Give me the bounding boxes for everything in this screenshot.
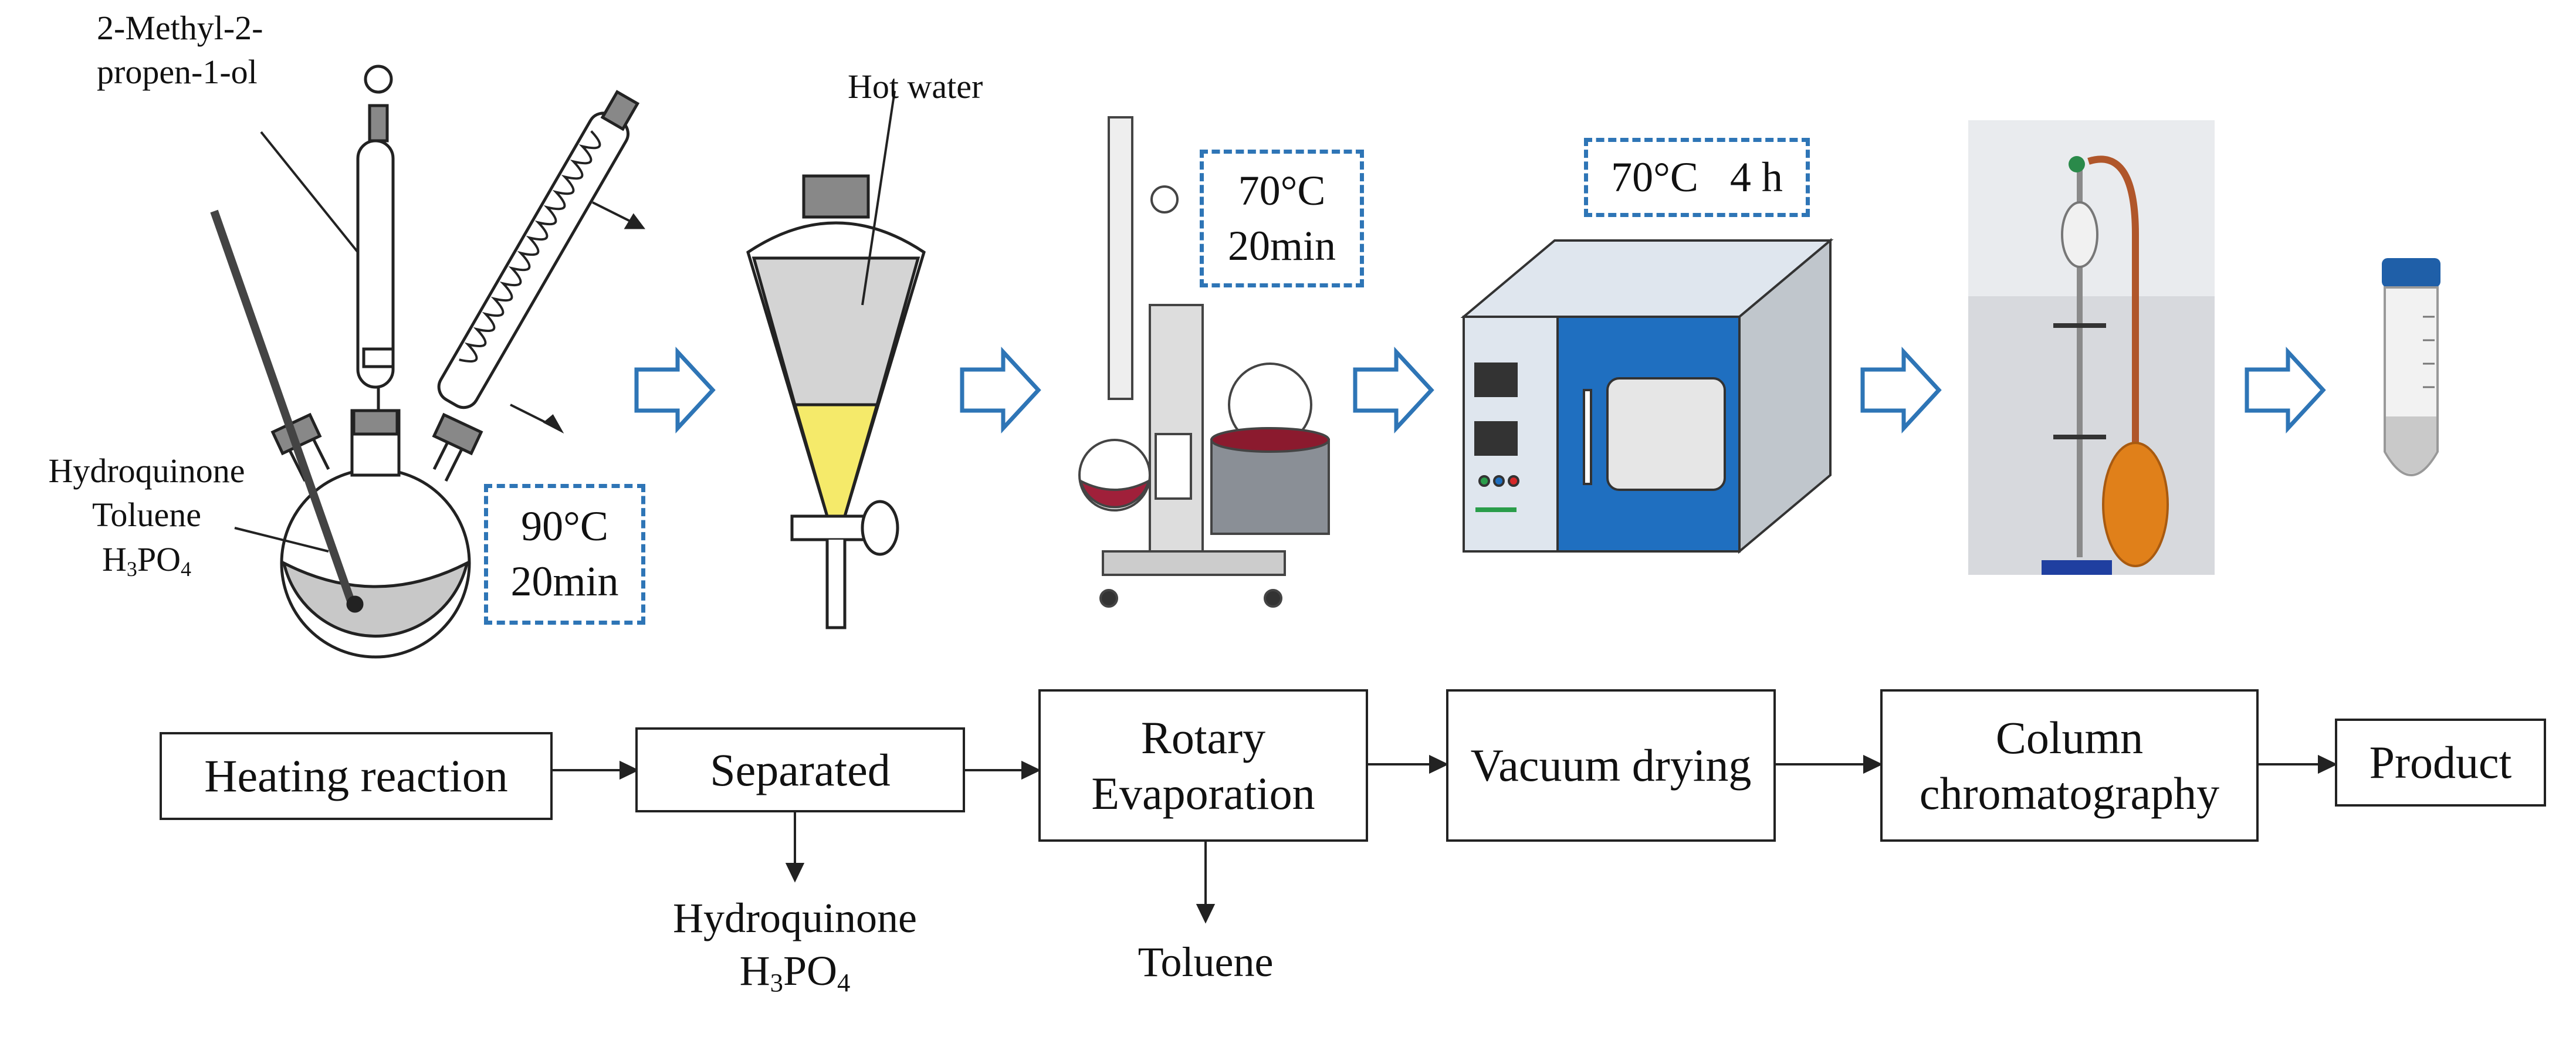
rotary-evaporator xyxy=(1078,116,1330,608)
hot-water-label: Hot water xyxy=(848,67,983,106)
byproduct-hydroquinone: Hydroquinone xyxy=(673,895,917,941)
flask-content-hydroquinone: Hydroquinone xyxy=(48,452,245,490)
condition-heating: 90°C 20min xyxy=(484,484,645,625)
flask-contents-label: Hydroquinone Toluene H3PO4 xyxy=(18,449,276,581)
flask-content-toluene: Toluene xyxy=(92,496,201,534)
separatory-funnel xyxy=(746,90,926,629)
byproduct-h3po4: H3PO4 xyxy=(739,947,851,998)
flow-arrow-3 xyxy=(1353,347,1434,433)
step-product: Product xyxy=(2335,719,2546,807)
reaction-flask-apparatus xyxy=(210,65,645,659)
step-heating-reaction: Heating reaction xyxy=(160,732,553,820)
flask-content-h3po4: H3PO4 xyxy=(101,540,191,581)
column-chromatography-photo xyxy=(1968,120,2215,575)
step-column-chromatography: Column chromatography xyxy=(1880,689,2259,842)
reagent-label: 2-Methyl-2- propen-1-ol xyxy=(97,9,263,92)
byproduct-separated: Hydroquinone H3PO4 xyxy=(645,892,945,997)
flow-arrow-5 xyxy=(2245,347,2326,433)
flow-arrow-1 xyxy=(634,347,716,433)
vacuum-oven xyxy=(1460,238,1834,554)
step-vacuum-drying: Vacuum drying xyxy=(1446,689,1776,842)
flow-arrow-4 xyxy=(1860,347,1942,433)
byproduct-toluene: Toluene xyxy=(1138,939,1274,985)
step-separated: Separated xyxy=(635,727,965,812)
product-tube xyxy=(2382,258,2440,476)
flow-arrow-2 xyxy=(960,347,1041,433)
condition-rotary: 70°C 20min xyxy=(1200,150,1364,287)
condition-drying: 70°C 4 h xyxy=(1584,138,1810,217)
step-rotary-evaporation: Rotary Evaporation xyxy=(1038,689,1368,842)
